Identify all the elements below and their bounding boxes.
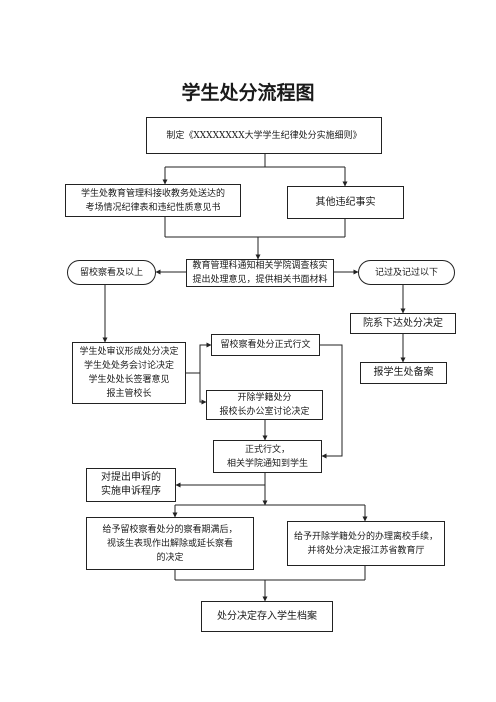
page-title: 学生处分流程图 xyxy=(181,82,315,104)
node-expulsion: 开除学籍处分 报校长办公室讨论决定 xyxy=(206,390,323,420)
node-college-decision: 院系下达处分决定 xyxy=(350,313,456,334)
node-archive: 处分决定存入学生档案 xyxy=(201,601,333,632)
node-notify-investigate: 教育管理科通知相关学院调查核实 提出处理意见，提供相关书面材料 xyxy=(186,259,334,287)
node-expulsion-procedure: 给予开除学籍处分的办理离校手续， 并将处分决定报江苏省教育厅 xyxy=(287,521,445,566)
node-demerit-below: 记过及记过以下 xyxy=(358,260,455,285)
node-committee-discuss: 学生处审议形成处分决定 学生处处务会讨论决定 学生处处长签署意见 报主管校长 xyxy=(72,342,186,404)
node-official-doc: 正式行文， 相关学院通知到学生 xyxy=(213,440,322,473)
node-probation-above: 留校察看及以上 xyxy=(67,260,156,285)
node-probation-doc: 留校察看处分正式行文 xyxy=(211,334,320,356)
node-formulate: 制定《XXXXXXXX大学学生纪律处分实施细则》 xyxy=(146,117,382,154)
node-other-violations: 其他违纪事实 xyxy=(287,186,404,219)
node-probation-expiry: 给予留校察看处分的察看期满后， 视该生表现作出解除或延长察看 的决定 xyxy=(86,517,254,570)
node-receive-report: 学生处教育管理科接收教务处送达的 考场情况纪律表和违纪性质意见书 xyxy=(65,184,241,217)
node-report-record: 报学生处备案 xyxy=(360,362,447,384)
node-appeal: 对提出申诉的 实施申诉程序 xyxy=(86,468,176,502)
